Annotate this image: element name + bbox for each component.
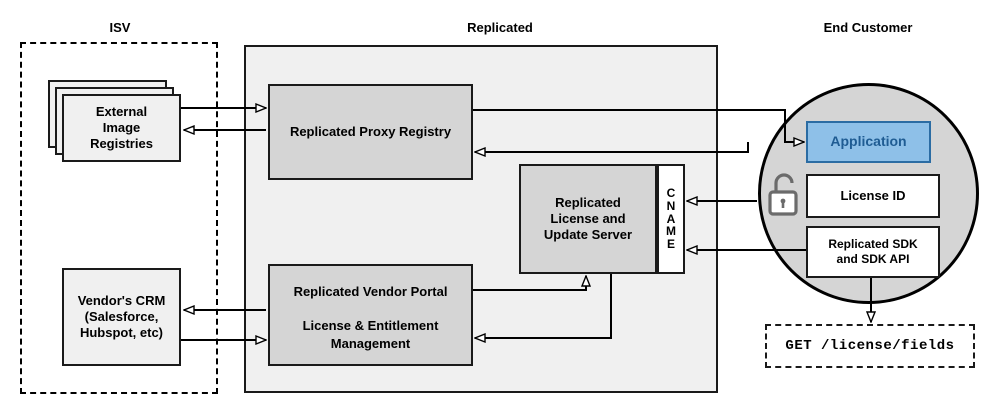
- node-license-update-server-label: Replicated License and Update Server: [543, 194, 633, 243]
- node-cname[interactable]: C N A M E: [657, 164, 685, 274]
- node-replicated-proxy-registry[interactable]: Replicated Proxy Registry: [268, 84, 473, 180]
- vendor-portal-subtitle-1: License & Entitlement: [302, 318, 439, 333]
- zone-title-end-customer: End Customer: [823, 20, 913, 35]
- zone-isv: [20, 42, 218, 394]
- node-replicated-sdk[interactable]: Replicated SDK and SDK API: [806, 226, 940, 278]
- node-api-call-label: GET /license/fields: [785, 338, 955, 354]
- cname-letter-c: C: [666, 185, 676, 200]
- node-application[interactable]: Application: [806, 121, 931, 163]
- node-application-label: Application: [830, 133, 907, 150]
- node-api-call[interactable]: GET /license/fields: [765, 324, 975, 368]
- cname-letter-m: M: [666, 224, 676, 239]
- cname-letter-e: E: [666, 237, 675, 252]
- node-license-id[interactable]: License ID: [806, 174, 940, 218]
- node-license-id-label: License ID: [840, 187, 906, 203]
- node-replicated-vendor-portal[interactable]: Replicated Vendor Portal License & Entit…: [268, 264, 473, 366]
- node-vendor-crm-label: Vendor's CRM (Salesforce, Hubspot, etc): [77, 292, 166, 341]
- cname-letter-n: N: [666, 198, 676, 213]
- node-external-image-registries-label: External Image Registries: [90, 103, 153, 152]
- vendor-portal-subtitle-2: Management: [330, 336, 411, 351]
- node-replicated-proxy-registry-label: Replicated Proxy Registry: [289, 123, 452, 139]
- zone-title-isv: ISV: [109, 20, 131, 35]
- node-external-image-registries[interactable]: External Image Registries: [62, 94, 181, 162]
- node-vendor-crm[interactable]: Vendor's CRM (Salesforce, Hubspot, etc): [62, 268, 181, 366]
- node-replicated-sdk-label: Replicated SDK and SDK API: [828, 237, 918, 266]
- cname-letter-a: A: [666, 211, 676, 226]
- node-license-update-server[interactable]: Replicated License and Update Server: [519, 164, 657, 274]
- vendor-portal-title: Replicated Vendor Portal: [293, 284, 448, 299]
- zone-title-replicated: Replicated: [467, 20, 533, 35]
